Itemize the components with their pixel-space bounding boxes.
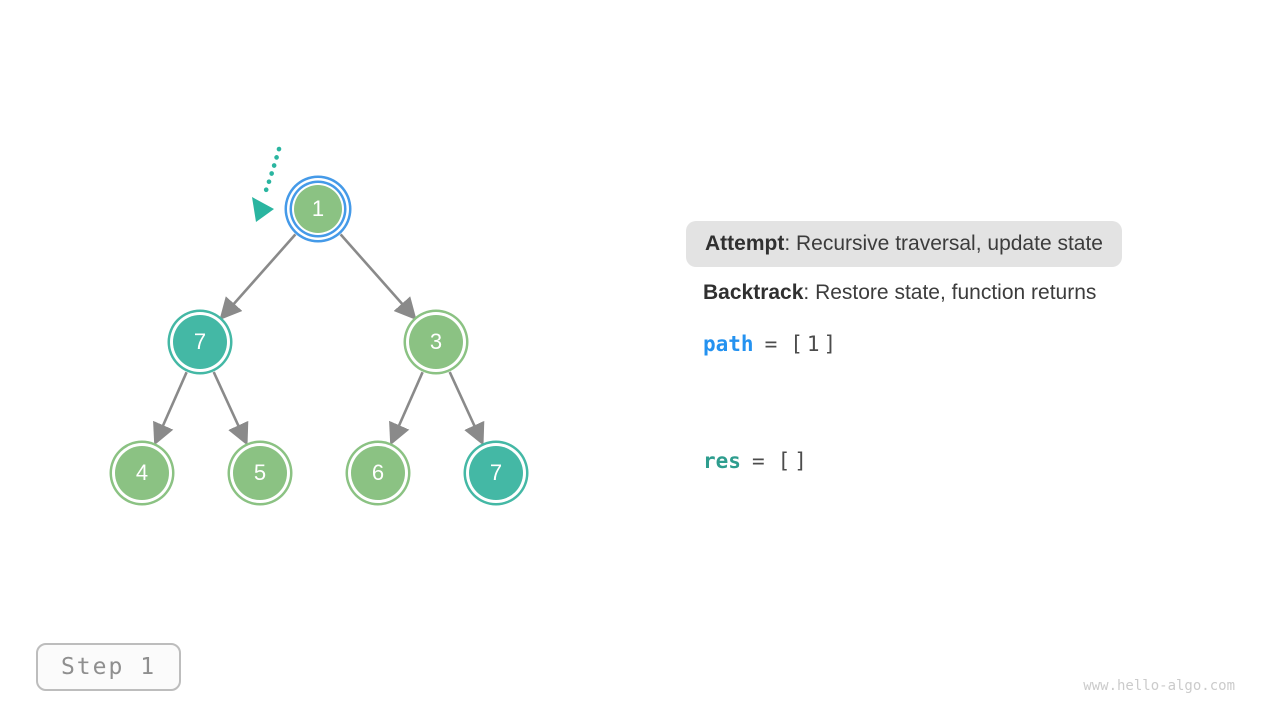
backtrack-term: Backtrack [703, 281, 804, 304]
attempt-callout: Attempt: Recursive traversal, update sta… [686, 221, 1122, 267]
watermark: www.hello-algo.com [1083, 678, 1235, 694]
tree-node: 6 [351, 446, 405, 500]
tree-edge [339, 233, 417, 321]
equals-sign: = [751, 449, 765, 473]
path-variable-line: path = [1] [703, 332, 840, 356]
attempt-text: : Recursive traversal, update state [784, 232, 1103, 255]
tree-node: 1 [294, 185, 342, 233]
tree-node: 3 [409, 315, 463, 369]
tree-node: 4 [115, 446, 169, 500]
attempt-term: Attempt [705, 232, 785, 255]
backtrack-text: : Restore state, function returns [803, 281, 1097, 304]
tree-edge [389, 371, 424, 446]
step-badge: Step 1 [36, 643, 181, 691]
backtrack-line: Backtrack: Restore state, function retur… [703, 281, 1096, 305]
tree-edge [219, 233, 297, 321]
tree-edge [212, 371, 249, 446]
tree-node: 7 [469, 446, 523, 500]
equals-sign: = [764, 332, 778, 356]
res-variable-line: res = [] [703, 449, 811, 473]
current-pointer-arrow-icon [252, 146, 282, 222]
tree-node: 7 [173, 315, 227, 369]
res-variable-value: [] [777, 449, 811, 473]
path-variable-name: path [703, 332, 754, 356]
tree-edges-svg [153, 146, 485, 446]
tree-edge [448, 371, 485, 446]
res-variable-name: res [703, 449, 741, 473]
path-variable-value: [1] [790, 332, 841, 356]
tree-edge [153, 371, 188, 446]
tree-node: 5 [233, 446, 287, 500]
